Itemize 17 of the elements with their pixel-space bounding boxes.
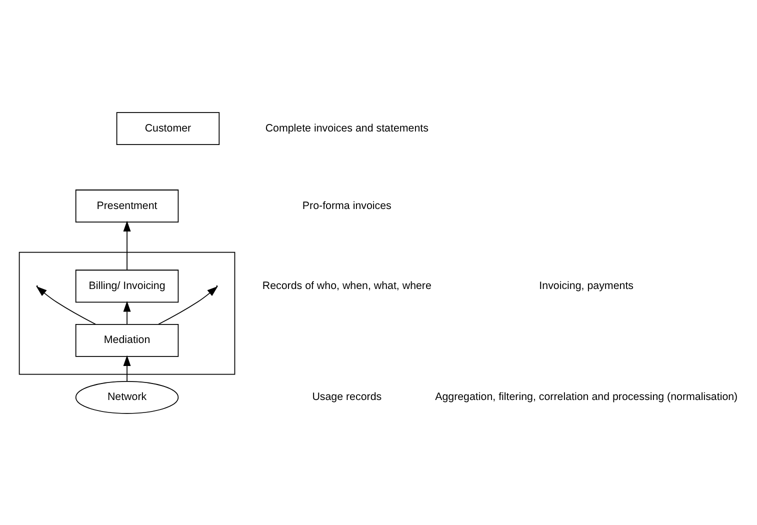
node-box: Billing/ Invoicing bbox=[75, 269, 179, 302]
arrow bbox=[158, 286, 218, 324]
label: Aggregation, filtering, correlation and processing (normalisation) bbox=[435, 390, 738, 403]
label: Records of who, when, what, where bbox=[262, 279, 432, 292]
label: Complete invoices and statements bbox=[265, 122, 428, 134]
arrow bbox=[123, 220, 131, 270]
label: Invoicing, payments bbox=[539, 279, 634, 292]
node-ellipse: Network bbox=[75, 380, 179, 414]
node-box: Presentment bbox=[75, 189, 179, 222]
arrow bbox=[36, 286, 96, 324]
node-box: Mediation bbox=[75, 323, 179, 356]
arrow bbox=[123, 300, 131, 324]
label: Pro-forma invoices bbox=[302, 199, 392, 212]
node-box: Customer bbox=[116, 112, 220, 145]
cluster bbox=[18, 251, 236, 374]
label: Usage records bbox=[312, 390, 382, 403]
arrow bbox=[123, 354, 131, 382]
